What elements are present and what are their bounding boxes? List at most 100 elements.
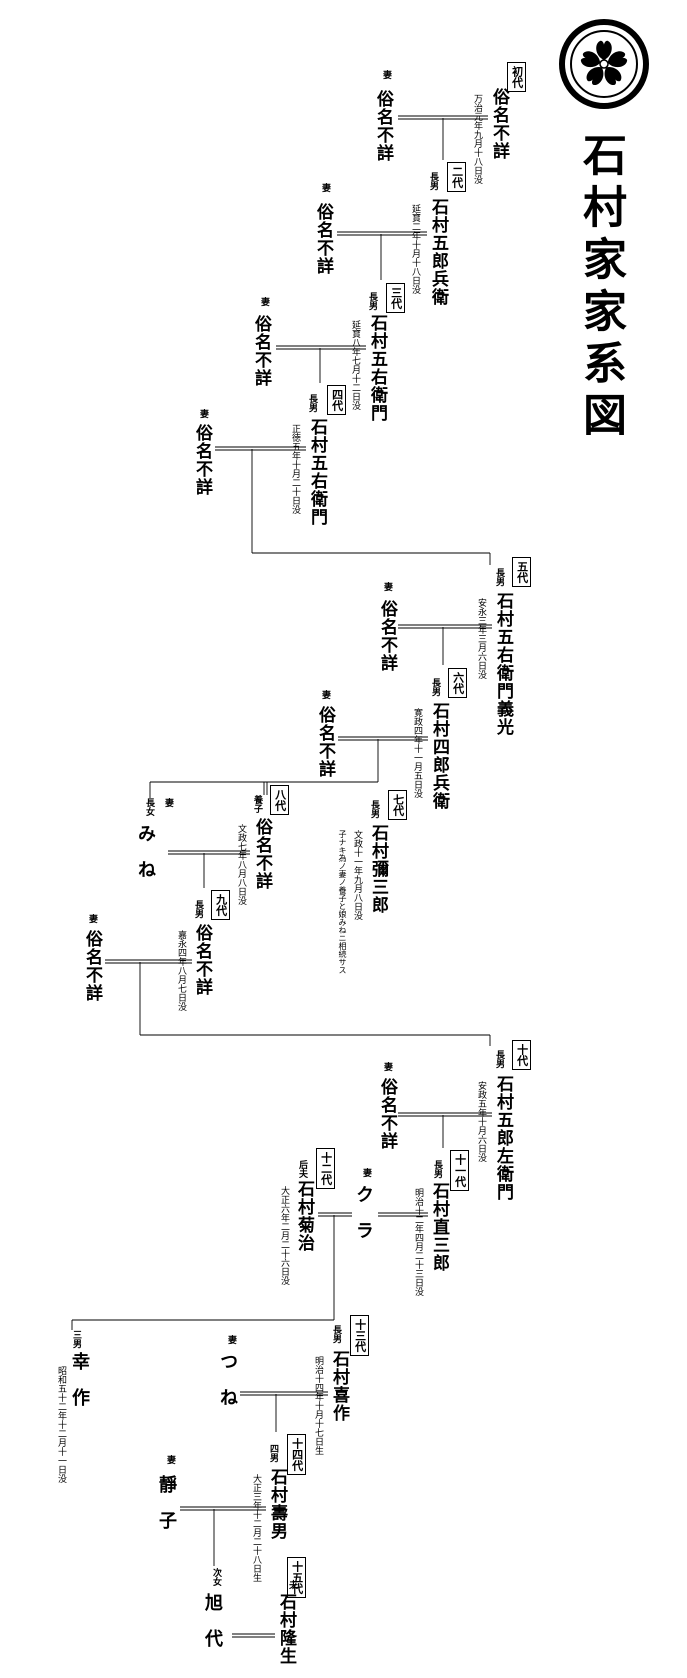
relation-label: 后夫 bbox=[297, 1160, 307, 1178]
date-text: 延寶八年七月十二日没 bbox=[350, 320, 360, 410]
relation-label: 妻 bbox=[163, 798, 173, 807]
person-name: 俗名不詳 bbox=[251, 315, 271, 387]
relation-label: 妻 bbox=[382, 582, 392, 591]
person-name: 俗名不詳 bbox=[192, 424, 212, 496]
person-name: 俗名不詳 bbox=[192, 924, 212, 996]
relation-label: 長男 bbox=[307, 394, 317, 412]
date-text: 大正三年十二月二十八日生 bbox=[251, 1474, 261, 1582]
family-crest bbox=[559, 19, 649, 109]
person-name: 俗名不詳 bbox=[313, 203, 333, 275]
relation-label: 妻 bbox=[87, 914, 97, 923]
person-name: 石村隆生 bbox=[276, 1593, 296, 1665]
person-name: 俗名不詳 bbox=[82, 930, 102, 1002]
date-text: 延寶二年十月十八日没 bbox=[410, 204, 420, 294]
generation-label: 十三代 bbox=[350, 1315, 369, 1356]
relation-label: 妻 bbox=[320, 183, 330, 192]
relation-label: 長男 bbox=[369, 800, 379, 818]
generation-label: 八代 bbox=[270, 785, 289, 815]
crest-petal bbox=[604, 66, 622, 85]
person-name: 旭代 bbox=[202, 1593, 223, 1665]
relation-label: 長女 bbox=[144, 798, 154, 816]
person-name: 石村彌三郎 bbox=[368, 824, 388, 914]
generation-label: 三代 bbox=[386, 283, 405, 313]
date-text: 明治十四年十月十七日生 bbox=[313, 1356, 323, 1455]
person-name: 石村壽男 bbox=[267, 1468, 287, 1540]
crest-petal bbox=[580, 51, 601, 68]
person-name: 俗名不詳 bbox=[252, 818, 272, 890]
person-name: 俗名不詳 bbox=[489, 88, 509, 160]
kamon-five-petal-flower-icon bbox=[580, 40, 628, 85]
person-name: 俗名不詳 bbox=[377, 600, 397, 672]
date-text: 寛政四年十一月五日没 bbox=[412, 708, 422, 798]
relation-label: 妻 bbox=[382, 1062, 392, 1071]
relation-label: 妻 bbox=[320, 690, 330, 699]
relation-label: 長男 bbox=[367, 292, 377, 310]
relation-label: 長男 bbox=[331, 1325, 341, 1343]
generation-label: 十五代 bbox=[287, 1557, 306, 1598]
date-text: 万治元年九月十八日没 bbox=[472, 94, 482, 184]
note-text: 子ナキ為ノ妻ノ養子と娘みねニ相続サス bbox=[338, 830, 347, 974]
generation-label: 四代 bbox=[327, 385, 346, 415]
person-name: 靜子 bbox=[156, 1475, 177, 1547]
crest-petal bbox=[586, 66, 604, 85]
date-text: 嘉永四年八月七日没 bbox=[176, 930, 186, 1011]
page-title: 石村家家系図 bbox=[575, 132, 626, 444]
relation-label: 妻 bbox=[226, 1335, 236, 1344]
generation-label: 五代 bbox=[512, 557, 531, 587]
person-name: 石村五右衛門義光 bbox=[493, 592, 513, 736]
relation-label: 妻 bbox=[165, 1455, 175, 1464]
date-text: 明治十二年四月二十三日没 bbox=[413, 1188, 423, 1296]
person-name: 幸作 bbox=[69, 1352, 90, 1424]
relation-label: 妻 bbox=[361, 1168, 371, 1177]
generation-label: 九代 bbox=[211, 890, 230, 920]
person-name: 石村五郎左衛門 bbox=[493, 1075, 513, 1201]
crest-outer-ring bbox=[559, 19, 649, 109]
generation-label: 七代 bbox=[388, 790, 407, 820]
generation-label: 十一代 bbox=[450, 1150, 469, 1191]
person-name: 石村菊治 bbox=[294, 1180, 314, 1252]
person-name: 石村直三郎 bbox=[429, 1182, 449, 1272]
relation-label: 長男 bbox=[193, 900, 203, 918]
crest-petal bbox=[607, 51, 628, 68]
relation-label: 次女 bbox=[211, 1568, 221, 1586]
relation-label: 長男 bbox=[494, 1050, 504, 1068]
person-name: 俗名不詳 bbox=[315, 706, 335, 778]
relation-label: 長男 bbox=[428, 172, 438, 190]
person-name: 石村五右衛門 bbox=[307, 418, 327, 526]
relation-label: 養子 bbox=[252, 795, 262, 813]
relation-label: 四男 bbox=[268, 1444, 278, 1462]
relation-label: 三男 bbox=[71, 1330, 81, 1348]
generation-label: 初代 bbox=[507, 62, 526, 92]
generation-label: 二代 bbox=[447, 162, 466, 192]
generation-label: 十代 bbox=[512, 1040, 531, 1070]
person-name: 俗名不詳 bbox=[377, 1078, 397, 1150]
date-text: 正徳五年十月二十日没 bbox=[290, 424, 300, 514]
generation-label: 六代 bbox=[448, 668, 467, 698]
relation-label: 妻 bbox=[198, 409, 208, 418]
person-name: つね bbox=[217, 1352, 238, 1424]
date-text: 文政七年八月八日没 bbox=[236, 824, 246, 905]
date-text: 大正六年二月二十六日没 bbox=[279, 1186, 289, 1285]
person-name: 石村五右衛門 bbox=[367, 314, 387, 422]
crest-petal bbox=[596, 40, 612, 60]
date-text: 安政五年十月六日没 bbox=[476, 1081, 486, 1162]
person-name: 俗名不詳 bbox=[373, 90, 393, 162]
person-name: 石村喜作 bbox=[329, 1350, 349, 1422]
person-name: クラ bbox=[353, 1185, 374, 1257]
relation-label: 長男 bbox=[494, 568, 504, 586]
relation-label: 長男 bbox=[432, 1160, 442, 1178]
date-text: 文政十一年九月八日没 bbox=[352, 830, 362, 920]
date-text: 昭和五十二年十二月十一日没 bbox=[56, 1366, 66, 1483]
person-name: 石村五郎兵衛 bbox=[428, 198, 448, 306]
relation-label: 夫 bbox=[287, 1580, 297, 1589]
relation-label: 妻 bbox=[259, 297, 269, 306]
date-text: 安永三年三月六日没 bbox=[476, 598, 486, 679]
person-name: 石村四郎兵衛 bbox=[429, 702, 449, 810]
person-name: みね bbox=[135, 824, 156, 896]
generation-label: 十二代 bbox=[316, 1148, 335, 1189]
generation-label: 十四代 bbox=[287, 1434, 306, 1475]
crest-inner-ring bbox=[570, 30, 638, 98]
relation-label: 妻 bbox=[381, 70, 391, 79]
